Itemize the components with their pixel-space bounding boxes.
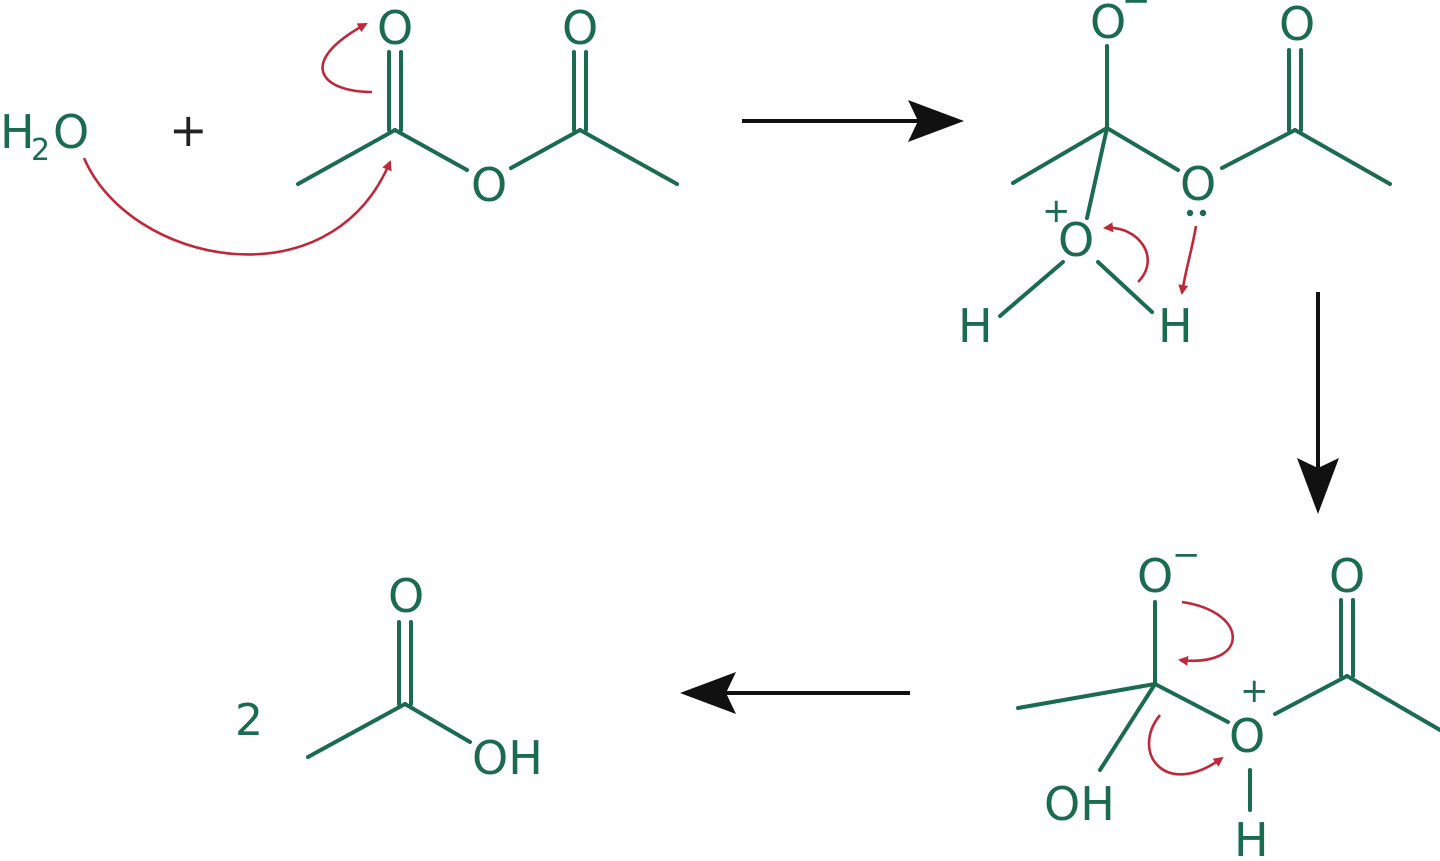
bond-c-oxonium xyxy=(1085,126,1109,220)
plus-sign: + xyxy=(169,103,208,157)
product-coefficient: 2 xyxy=(235,695,263,746)
reaction-arrow-down xyxy=(1297,292,1339,514)
anhydride-carbonyl-o-left: O xyxy=(377,1,413,55)
int2-alkoxide-o: O xyxy=(1137,549,1173,603)
int1-lone-pair-dot-2 xyxy=(1199,209,1207,217)
reaction-arrow-right xyxy=(742,100,964,142)
int2-carbonyl-o: O xyxy=(1329,549,1365,603)
anhydride-bridge-o: O xyxy=(471,158,507,212)
bond-methyl xyxy=(1016,682,1157,710)
bond-c-bridge-o xyxy=(1153,682,1230,724)
bond-c-hydroxyl xyxy=(403,702,472,744)
bond-bridge-o-acyl xyxy=(1220,128,1297,170)
bond-methyl-left xyxy=(296,128,397,186)
bond-c-hydroxyl xyxy=(1098,682,1157,772)
product-hydroxyl: OH xyxy=(472,731,543,785)
tetrahedral-intermediate-2: O − O O + OH H xyxy=(1016,535,1440,861)
bond-c-bridge-o xyxy=(1105,126,1180,172)
int1-h-left: H xyxy=(958,299,993,353)
bond-methyl xyxy=(1011,126,1109,185)
water-o-label: O xyxy=(53,105,89,159)
int1-oxonium-charge: + xyxy=(1042,191,1071,231)
tetrahedral-intermediate-1: O − O O O + H H xyxy=(958,0,1392,353)
curved-arrow-lonepair-to-h xyxy=(1178,225,1198,295)
int1-lone-pair-dot-1 xyxy=(1186,209,1194,217)
bond-bridge-o-acyl xyxy=(1273,674,1349,716)
product-carbonyl-o: O xyxy=(388,569,424,623)
curved-arrow-oh-bond-to-o xyxy=(1103,222,1150,283)
water-subscript: 2 xyxy=(31,133,50,168)
int1-alkoxide-o: O xyxy=(1090,0,1126,49)
curved-arrow-alkoxide-reform xyxy=(1178,600,1235,666)
int2-bridge-h: H xyxy=(1234,813,1269,861)
reaction-arrow-left xyxy=(680,672,910,714)
int2-bridge-charge: + xyxy=(1240,671,1269,711)
curved-arrow-pi-to-o xyxy=(321,22,373,94)
acetic-anhydride: O O O xyxy=(296,1,679,212)
int2-hydroxyl: OH xyxy=(1044,777,1115,831)
bond-methyl xyxy=(306,702,407,759)
anhydride-carbonyl-o-right: O xyxy=(562,1,598,55)
curved-arrow-bond-to-leaving-o xyxy=(1147,714,1224,776)
int1-h-right: H xyxy=(1158,299,1193,353)
water-molecule: H 2 O xyxy=(0,105,89,168)
curved-arrow-water-attack xyxy=(82,157,392,256)
bond-o-bridge-c-right xyxy=(509,128,582,170)
int1-oxonium-o: O xyxy=(1058,213,1094,267)
bond-oxonium-h-right xyxy=(1096,260,1154,314)
bond-methyl-right xyxy=(578,128,679,186)
water-h-label: H xyxy=(0,105,35,159)
int1-bridge-o: O xyxy=(1180,157,1216,211)
int1-carbonyl-o: O xyxy=(1279,0,1315,51)
int2-alkoxide-charge: − xyxy=(1172,535,1201,575)
bond-methyl-right xyxy=(1345,674,1440,732)
bond-oxonium-h-left xyxy=(998,260,1065,318)
int2-bridge-o: O xyxy=(1229,709,1265,763)
acetic-acid-product: 2 O OH xyxy=(235,569,543,785)
int1-alkoxide-charge: − xyxy=(1122,0,1151,21)
bond-c-o-bridge-left xyxy=(393,128,469,172)
bond-methyl-right xyxy=(1293,128,1392,186)
